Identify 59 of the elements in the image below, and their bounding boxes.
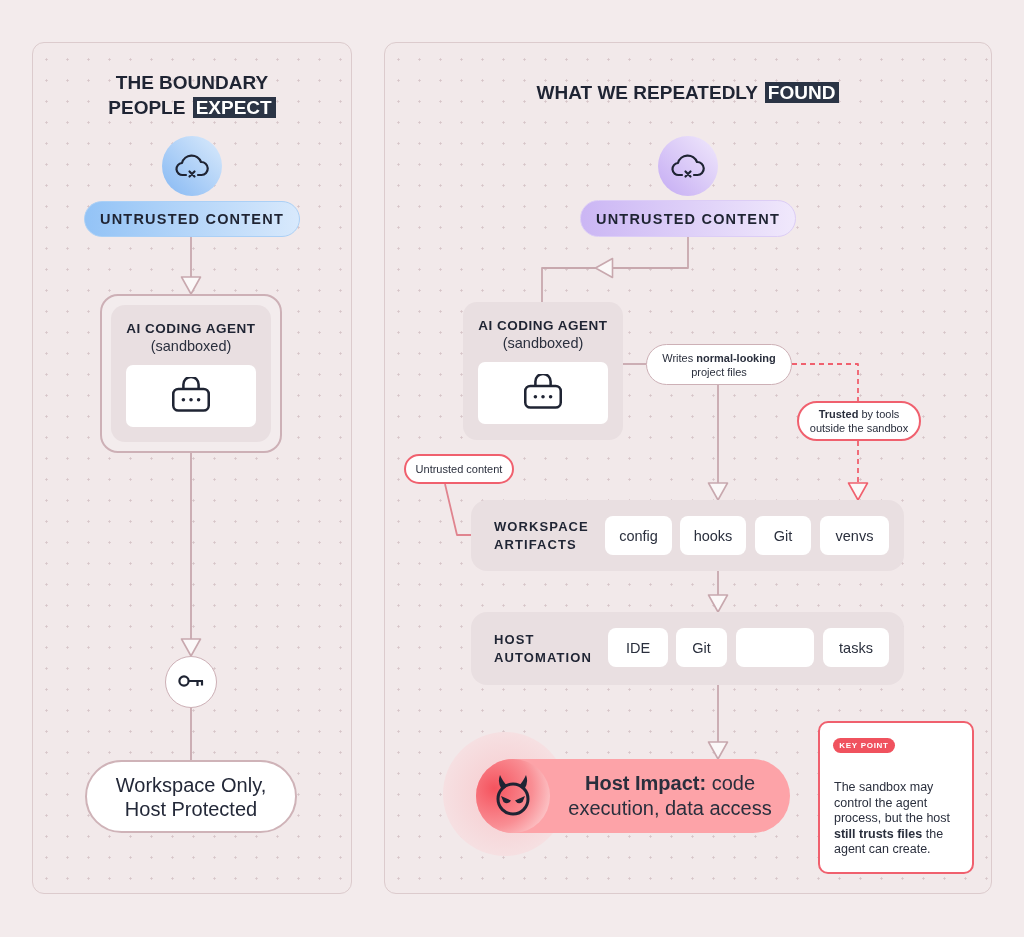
line — [190, 707, 192, 761]
pill-label: UNTRUSTED CONTENT — [596, 210, 780, 227]
band-label: HOST AUTOMATION — [494, 630, 593, 667]
item-chip — [676, 628, 727, 667]
chip-label: config — [619, 527, 658, 544]
note-card — [818, 721, 974, 874]
chip-label: Git — [773, 527, 793, 544]
node-subtitle: (sandboxed) — [149, 337, 233, 355]
panel-heading: WHAT WE REPEATEDLY FOUND — [536, 80, 840, 105]
source-pill — [580, 200, 796, 237]
leader-line — [444, 483, 472, 536]
dashed-arrow — [847, 440, 869, 501]
tag-pill — [833, 738, 895, 753]
sandbox-frame — [100, 294, 282, 453]
callout-pill — [797, 401, 921, 441]
item-chip — [736, 628, 814, 667]
note-pill — [646, 344, 792, 385]
node-subtitle: (sandboxed) — [501, 334, 585, 352]
callout-text: Untrusted content — [415, 462, 503, 476]
panel — [384, 42, 992, 894]
item-chip — [608, 628, 668, 667]
item-chip — [605, 516, 672, 555]
outcome-pill — [85, 760, 297, 833]
node-title: AI CODING AGENT — [125, 320, 257, 337]
arrow — [707, 684, 729, 760]
outcome-text: Workspace Only, Host Protected — [114, 772, 268, 821]
panel-heading: THE BOUNDARY PEOPLE EXPECT — [101, 70, 283, 120]
chip-label: venvs — [835, 527, 874, 544]
arrow — [707, 384, 729, 501]
impact-text: Host Impact: code execution, data access — [567, 771, 773, 821]
chip-label: hooks — [693, 527, 733, 544]
layer-band — [471, 500, 904, 571]
source-pill — [84, 201, 300, 237]
card-text: The sandbox may control the agent process, but the host still trusts files the agent can create. — [834, 780, 952, 858]
arrow — [541, 236, 689, 303]
band-label: WORKSPACE ARTIFACTS — [494, 517, 590, 554]
arrow — [180, 452, 202, 657]
agent-box — [111, 305, 271, 442]
dashed-line — [791, 363, 859, 402]
arrow — [180, 236, 202, 295]
item-chip — [755, 516, 811, 555]
agent-box — [463, 302, 623, 440]
panel — [32, 42, 352, 894]
icon-circle — [165, 656, 217, 708]
chip-label: Git — [692, 639, 711, 656]
item-chip — [820, 516, 889, 555]
tag-label: KEY POINT — [839, 741, 889, 750]
callout-text: Trusted by tools outside the sandbox — [808, 407, 910, 435]
item-chip — [680, 516, 746, 555]
chip-label: IDE — [625, 639, 651, 656]
note-text: Writes normal-looking project files — [661, 350, 777, 379]
arrow — [707, 570, 729, 613]
layer-band — [471, 612, 904, 685]
pill-label: UNTRUSTED CONTENT — [100, 211, 284, 227]
line — [622, 363, 647, 365]
chip-label: tasks — [839, 639, 873, 656]
item-chip — [823, 628, 889, 667]
node-title: AI CODING AGENT — [477, 317, 609, 334]
callout-pill — [404, 454, 514, 484]
